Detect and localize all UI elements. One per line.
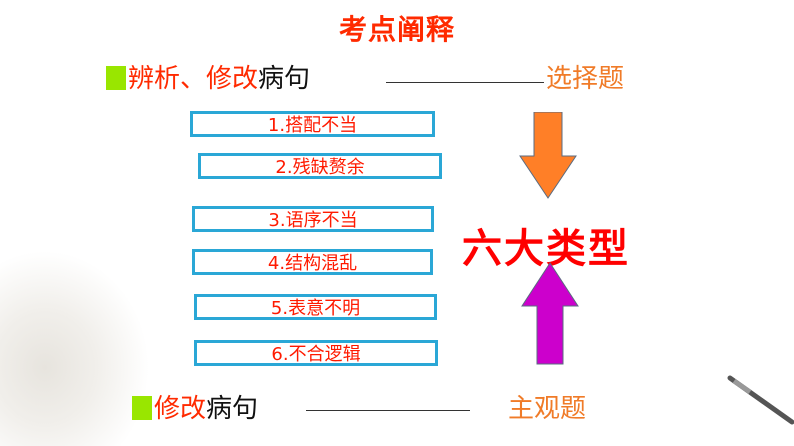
result-select: 选择题 <box>546 64 625 94</box>
result-subjective: 主观题 <box>508 394 587 424</box>
center-label: 六大类型 <box>462 226 630 272</box>
arrow-down-icon <box>519 112 577 199</box>
row-select-black-text: 病句 <box>258 64 311 94</box>
arrow-up-icon <box>521 262 579 365</box>
type-item-5: 5.表意不明 <box>194 294 437 320</box>
page-title: 考点阐释 <box>338 13 455 46</box>
row-select: 辨析、修改病句 <box>106 58 310 95</box>
row-subjective-red-text: 修改 <box>154 394 207 424</box>
marker-square <box>106 66 126 90</box>
type-item-1: 1.搭配不当 <box>190 111 435 137</box>
pen-decoration <box>727 375 794 425</box>
row-select-red-text: 辨析、修改 <box>128 64 259 94</box>
type-item-3: 3.语序不当 <box>192 206 434 232</box>
row-subjective-black-text: 病句 <box>206 394 259 424</box>
type-item-2: 2.残缺赘余 <box>198 153 442 179</box>
background-decoration <box>0 250 150 446</box>
connector-line <box>306 410 470 411</box>
marker-square <box>132 396 152 420</box>
type-item-6: 6.不合逻辑 <box>194 340 438 366</box>
row-subjective: 修改病句 <box>132 388 258 425</box>
connector-line <box>386 82 544 83</box>
type-item-4: 4.结构混乱 <box>192 249 433 275</box>
